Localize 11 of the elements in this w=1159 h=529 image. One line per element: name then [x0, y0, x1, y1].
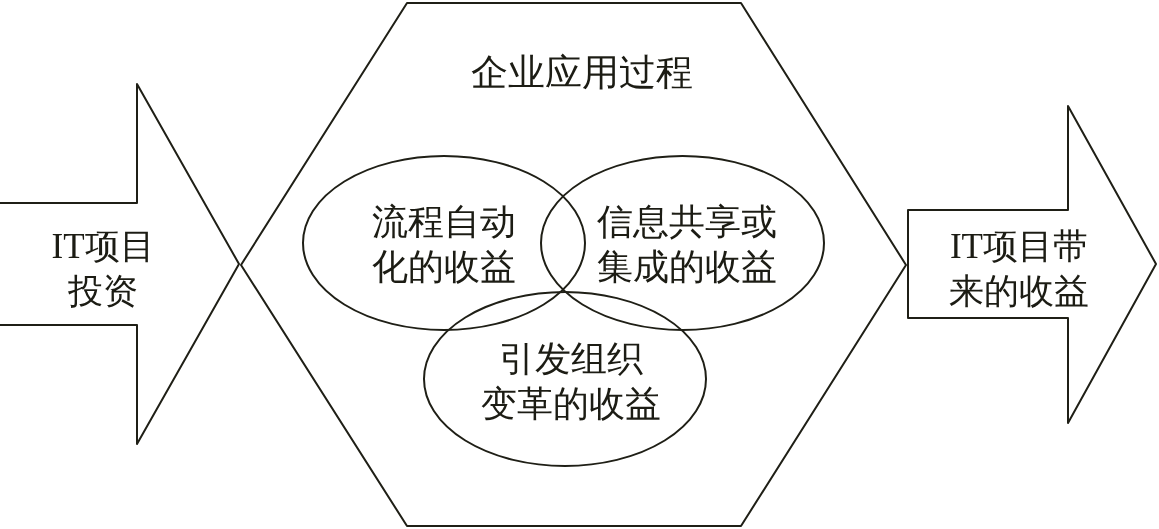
- venn-ellipse: [423, 291, 707, 467]
- hexagon-title: 企业应用过程: [471, 50, 693, 95]
- venn-ellipse: [302, 155, 586, 331]
- block-arrow: [907, 105, 1159, 424]
- venn-label: 引发组织变革的收益: [481, 338, 661, 426]
- hexagon: [240, 2, 908, 528]
- arrow-label: IT项目投资: [51, 226, 155, 313]
- arrow-label: IT项目带来的收益: [949, 226, 1089, 313]
- venn-label: 流程自动化的收益: [372, 201, 516, 289]
- venn-label: 信息共享或集成的收益: [597, 201, 777, 289]
- venn-ellipse: [540, 155, 825, 331]
